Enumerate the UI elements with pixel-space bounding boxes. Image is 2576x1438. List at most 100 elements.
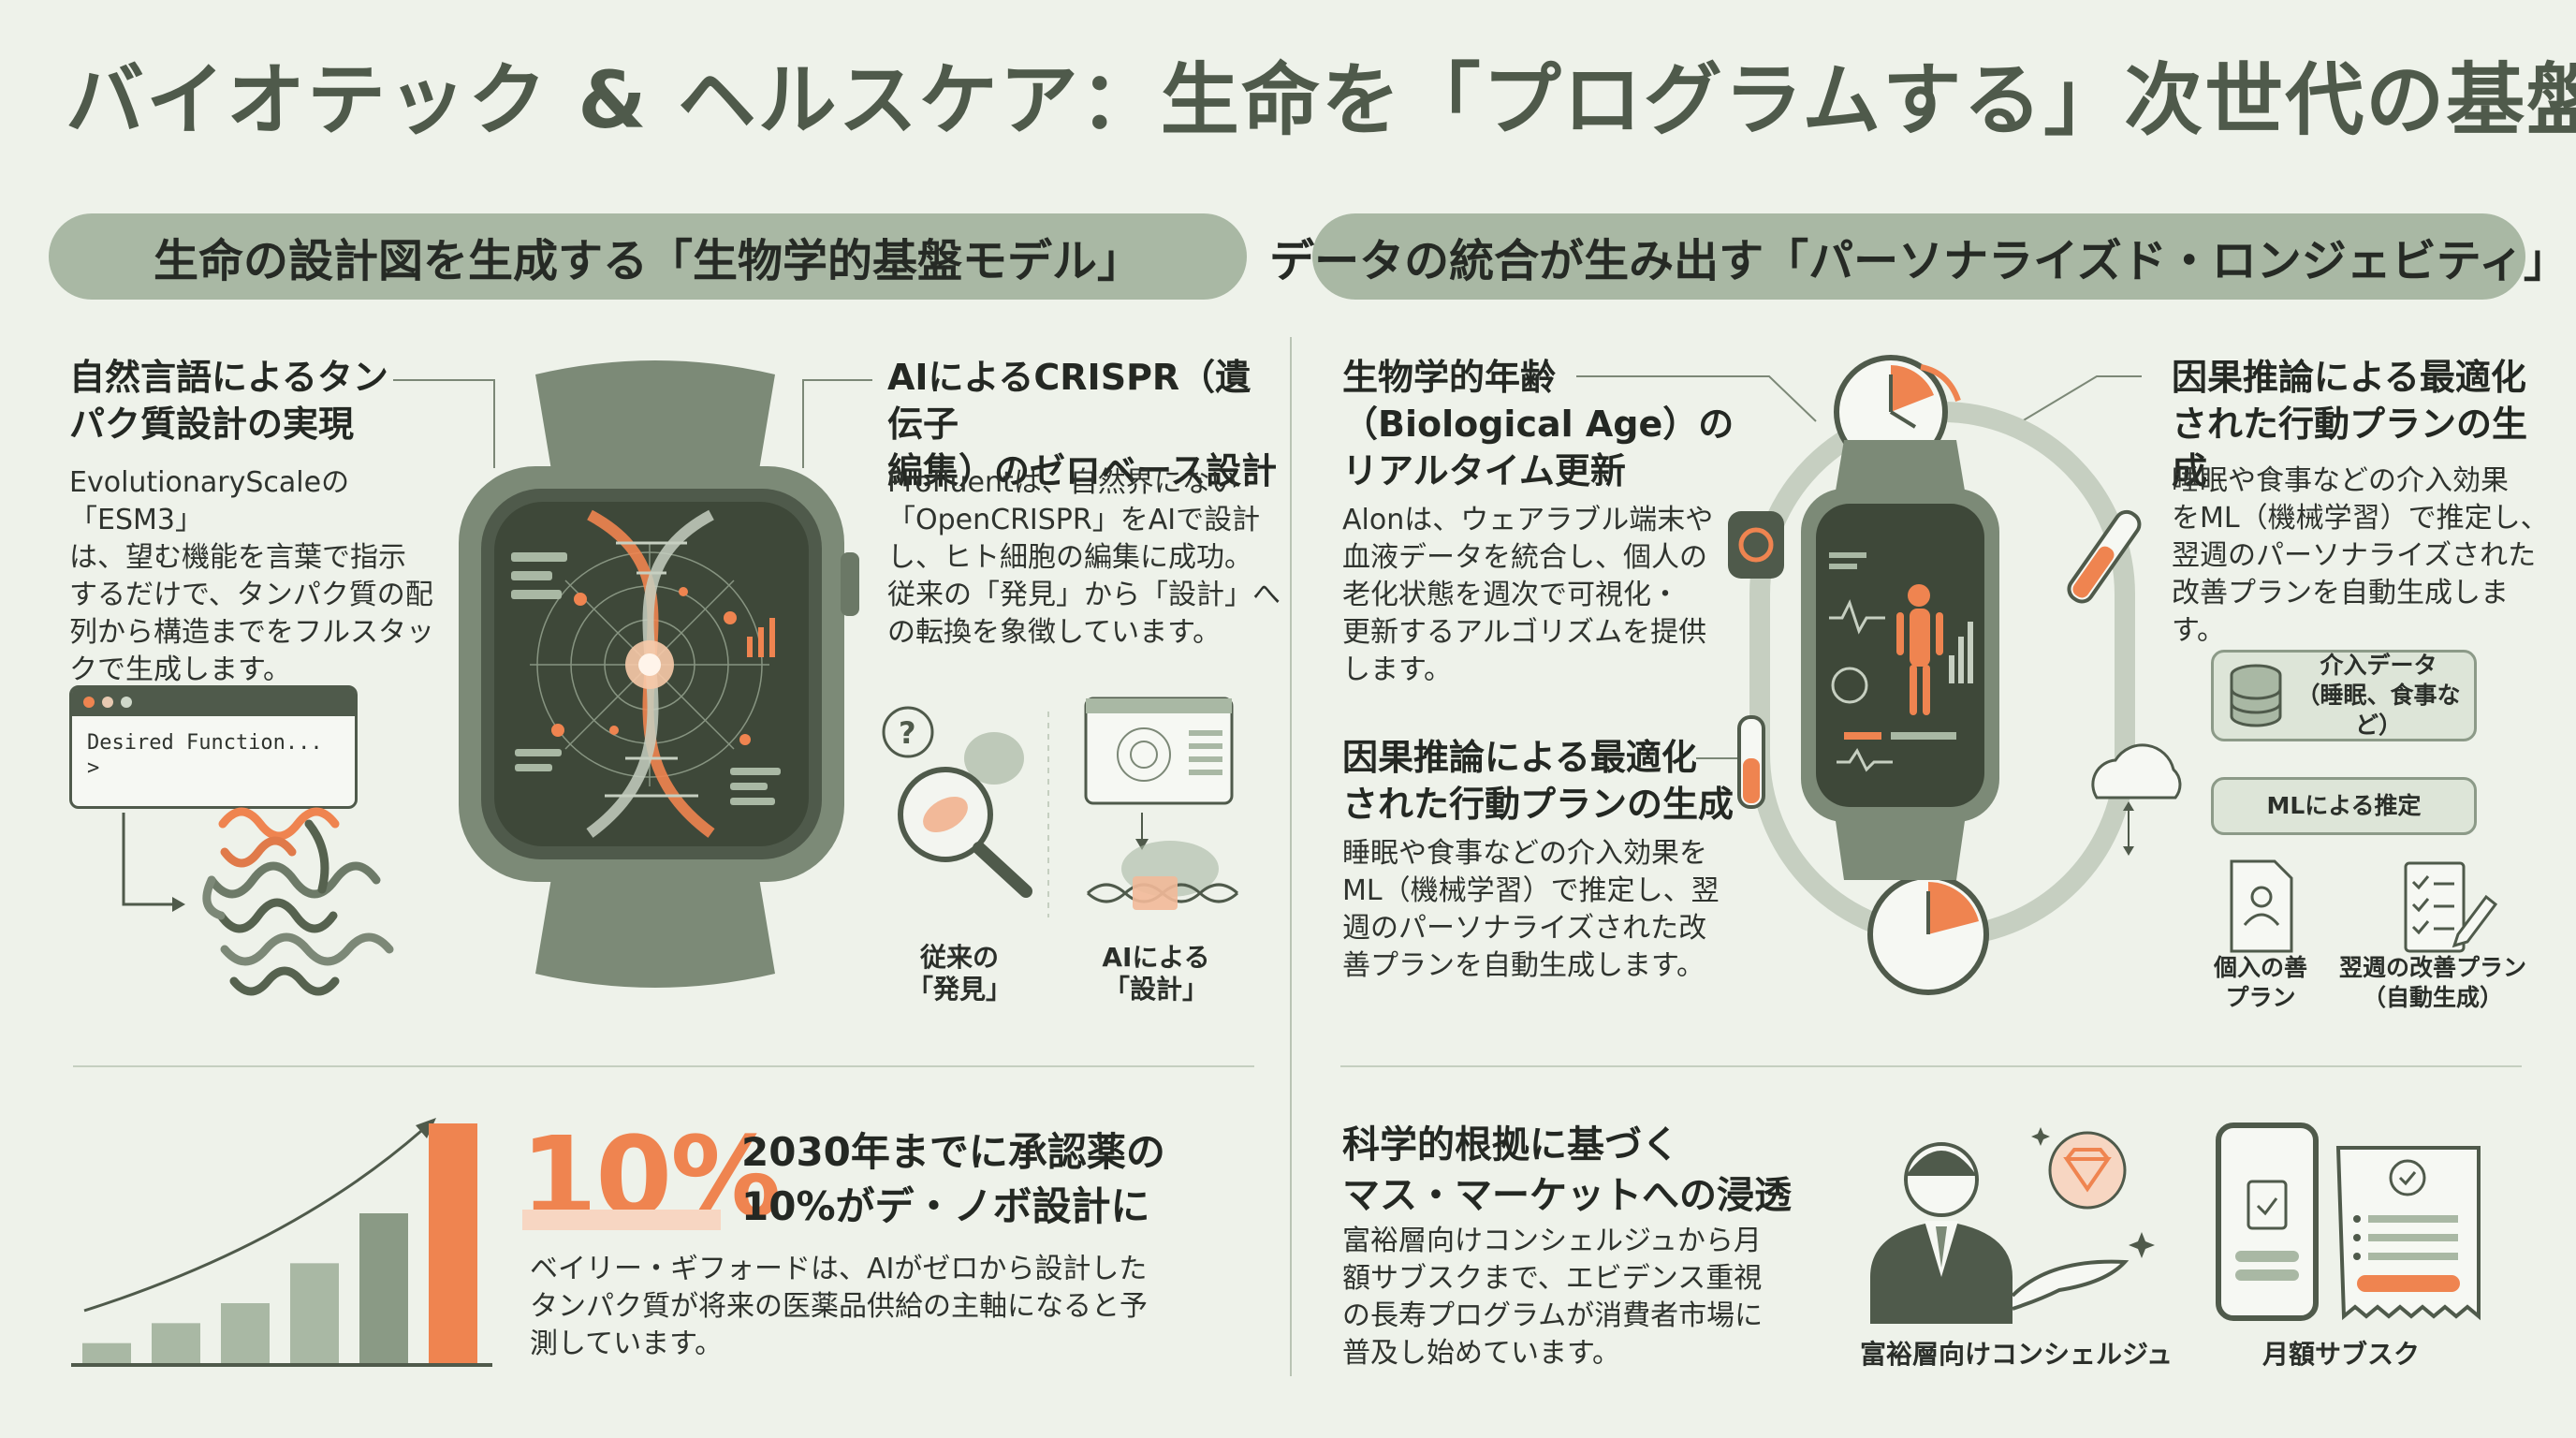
prompt-text: Desired Function... — [87, 731, 323, 755]
subscription-label: 月額サブスク — [2261, 1339, 2420, 1370]
nlp-protein-text-line: クで生成します。 — [69, 653, 291, 686]
crispr-heading-line: AIによるCRISPR（遺伝子 — [887, 357, 1251, 445]
bioage-text: Alonは、ウェアラブル端末や 血液データを統合し、個人の 老化状態を週次で可視… — [1342, 502, 1735, 689]
nlp-protein-heading-line: 自然言語によるタン — [69, 357, 388, 398]
causal-right-text-line: 改善プランを自動生成します。 — [2172, 577, 2509, 647]
mass-market-text-line: 普及し始めています。 — [1342, 1337, 1620, 1370]
diamond-icon — [2048, 1131, 2127, 1210]
design-screen-icon — [1084, 697, 1234, 805]
crispr-heading: AIによるCRISPR（遺伝子 編集）のゼロベース設計 — [887, 354, 1281, 494]
next-week-plan-label-line: （自動生成） — [2362, 984, 2503, 1011]
causal-right-text-line: をML（機械学習）で推定し、 — [2172, 502, 2549, 535]
design-label: AIによる 「設計」 — [1086, 942, 1226, 1005]
input-data-box: 介入データ （睡眠、食事など） — [2211, 650, 2477, 741]
bioage-text-line: Alonは、ウェアラブル端末や — [1342, 504, 1714, 536]
stat-heading-line: 2030年までに承認薬の — [741, 1129, 1165, 1175]
concierge-label: 富裕層向けコンシェルジュ — [1859, 1339, 2174, 1370]
mass-market-text-line: 額サブスクまで、エビデンス重視 — [1342, 1262, 1763, 1295]
window-dot-icon — [83, 697, 95, 708]
bioage-heading-line: 生物学的年齢 — [1342, 357, 1557, 398]
design-label-line: 「設計」 — [1103, 974, 1208, 1005]
svg-text:?: ? — [899, 715, 916, 751]
crispr-text-line: し、ヒト細胞の編集に成功。 — [887, 541, 1252, 574]
nlp-protein-text-line: EvolutionaryScaleの「ESM3」 — [69, 466, 350, 536]
window-dot-icon — [121, 697, 132, 708]
causal-right-heading: 因果推論による最適化 された行動プランの生成 — [2172, 354, 2546, 494]
mass-market-heading-line: 科学的根拠に基づく — [1342, 1123, 1679, 1167]
causal-left-heading: 因果推論による最適化 された行動プランの生成 — [1342, 734, 1735, 828]
database-icon — [2230, 664, 2282, 727]
prompt-window-titlebar — [72, 688, 355, 716]
causal-left-text: 睡眠や食事などの介入効果を ML（機械学習）で推定し、翌 週のパーソナライズされ… — [1342, 835, 1735, 985]
chart-bar — [82, 1343, 131, 1363]
stat-text-line: ベイリー・ギフォードは、AIがゼロから設計した — [530, 1253, 1148, 1285]
chart-bar — [359, 1213, 408, 1363]
mass-market-text-line: の長寿プログラムが消費者市場に — [1342, 1299, 1764, 1332]
crispr-text-line: の転換を象徴しています。 — [887, 616, 1222, 649]
causal-right-heading-line: 因果推論による最適化 — [2172, 357, 2526, 398]
input-data-label-line: （睡眠、食事など） — [2296, 682, 2461, 739]
health-cycle-illustration — [1728, 355, 2182, 995]
causal-right-heading-line: された行動プランの生成 — [2172, 404, 2528, 492]
plan-icons — [2230, 859, 2498, 953]
causal-right-text-line: 睡眠や食事などの介入効果 — [2172, 464, 2509, 497]
watch-strap-top — [535, 360, 775, 487]
mass-market-text-line: 富裕層向けコンシェルジュから月 — [1342, 1225, 1762, 1257]
watch-strap-bottom — [535, 861, 775, 988]
crispr-heading-line: 編集）のゼロベース設計 — [887, 450, 1278, 492]
stat-heading: 2030年までに承認薬の 10%がデ・ノボ設計に — [741, 1125, 1266, 1234]
prompt-caret: > — [87, 756, 100, 780]
watch-crown — [841, 552, 859, 616]
discovery-vs-design-icons: ? — [882, 697, 1239, 917]
causal-left-text-line: ML（機械学習）で推定し、翌 — [1342, 874, 1720, 907]
personal-plan-label: 個入の善 プラン — [2190, 953, 2331, 1013]
ml-estimate-box: MLによる推定 — [2211, 777, 2477, 835]
phone-icon — [2216, 1123, 2319, 1321]
window-dot-icon — [102, 697, 113, 708]
section-divider — [1290, 337, 1292, 1376]
stat-text-line: 測しています。 — [530, 1328, 724, 1360]
small-watch-icon — [1728, 511, 1784, 579]
design-label-line: AIによる — [1102, 942, 1210, 973]
input-data-label: 介入データ （睡眠、食事など） — [2294, 651, 2463, 741]
bioage-heading-line: （Biological Age）の — [1342, 404, 1734, 445]
causal-right-text-line: 翌週のパーソナライズされた — [2172, 539, 2537, 572]
crispr-text: Profluentは、自然界にない 「OpenCRISPR」をAIで設計 し、ヒ… — [887, 464, 1281, 652]
subscription-illustration — [2216, 1123, 2481, 1321]
personal-plan-label-line: 個入の善 — [2213, 954, 2307, 981]
cloud-icon — [2091, 743, 2182, 800]
stat-text: ベイリー・ギフォードは、AIがゼロから設計した タンパク質が将来の医薬品供給の主… — [530, 1251, 1260, 1363]
crispr-text-line: 従来の「発見」から「設計」へ — [887, 579, 1281, 611]
stat-heading-line: 10%がデ・ノボ設計に — [741, 1183, 1150, 1229]
personal-plan-label-line: プラン — [2225, 984, 2296, 1011]
nlp-protein-heading: 自然言語によるタン パク質設計の実現 — [69, 354, 444, 448]
bioage-text-line: 血液データを統合し、個人の — [1342, 541, 1707, 574]
right-bottom-divider — [1340, 1065, 2522, 1067]
causal-right-text: 睡眠や食事などの介入効果 をML（機械学習）で推定し、 翌週のパーソナライズされ… — [2172, 462, 2555, 650]
chart-bar — [221, 1303, 270, 1363]
causal-left-text-line: 睡眠や食事などの介入効果を — [1342, 837, 1707, 870]
discovery-label: 従来の 「発見」 — [889, 942, 1030, 1005]
concierge-illustration — [1870, 1127, 2155, 1324]
next-week-plan-label: 翌週の改善プラン （自動生成） — [2334, 953, 2531, 1013]
bioage-heading-line: リアルタイム更新 — [1342, 450, 1626, 492]
nlp-protein-text-line: するだけで、タンパク質の配 — [69, 579, 433, 611]
left-section-header: 生命の設計図を生成する「生物学的基盤モデル」 — [49, 213, 1247, 300]
causal-left-heading-line: された行動プランの生成 — [1342, 784, 1734, 825]
receipt-icon — [2335, 1146, 2481, 1321]
growth-bar-chart — [71, 1118, 492, 1367]
dna-watch-illustration — [459, 360, 859, 988]
chart-bar — [429, 1123, 477, 1363]
stat-text-line: タンパク質が将来の医薬品供給の主軸になると予 — [530, 1290, 1148, 1323]
protein-structure-icon — [122, 807, 394, 996]
crispr-text-line: Profluentは、自然界にない — [887, 466, 1238, 499]
ml-estimate-label: MLによる推定 — [2266, 792, 2422, 819]
nlp-protein-text-line: 列から構造までをフルスタッ — [69, 616, 434, 649]
mass-market-heading-line: マス・マーケットへの浸透 — [1342, 1174, 1792, 1217]
causal-left-text-line: 週のパーソナライズされた改 — [1342, 912, 1707, 945]
mass-market-heading: 科学的根拠に基づく マス・マーケットへの浸透 — [1342, 1120, 1866, 1221]
right-section-header: データの統合が生み出す「パーソナライズド・ロンジェビティ」 — [1269, 213, 2569, 300]
discovery-label-line: 従来の — [919, 942, 999, 973]
mass-market-text: 富裕層向けコンシェルジュから月 額サブスクまで、エビデンス重視 の長寿プログラム… — [1342, 1223, 1829, 1372]
